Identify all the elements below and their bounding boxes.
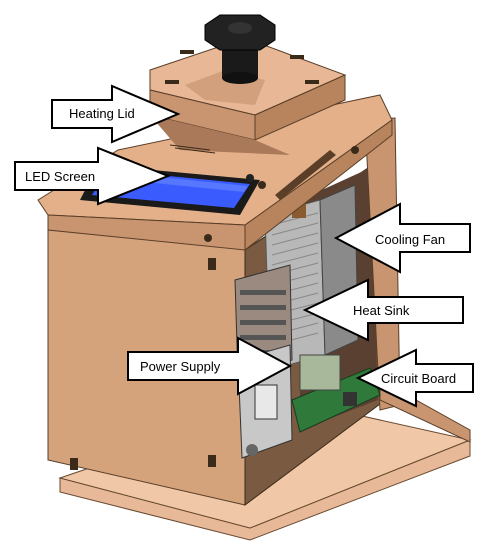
- right-back-frame: [364, 117, 471, 443]
- circuit-board: [291, 354, 381, 433]
- callout-power-supply: Power Supply: [127, 336, 293, 396]
- label-cooling-fan: Cooling Fan: [375, 232, 445, 247]
- label-heat-sink: Heat Sink: [353, 303, 410, 318]
- label-power-supply: Power Supply: [140, 359, 221, 374]
- callout-heating-lid: Heating Lid: [51, 84, 181, 144]
- label-circuit-board: Circuit Board: [381, 371, 456, 386]
- callout-cooling-fan: Cooling Fan: [333, 202, 471, 274]
- callout-circuit-board: Circuit Board: [355, 348, 474, 408]
- callout-led-screen: LED Screen: [14, 146, 171, 206]
- label-heating-lid: Heating Lid: [69, 106, 135, 121]
- knob: [204, 14, 276, 84]
- callout-heat-sink: Heat Sink: [302, 278, 464, 342]
- label-led-screen: LED Screen: [25, 169, 95, 184]
